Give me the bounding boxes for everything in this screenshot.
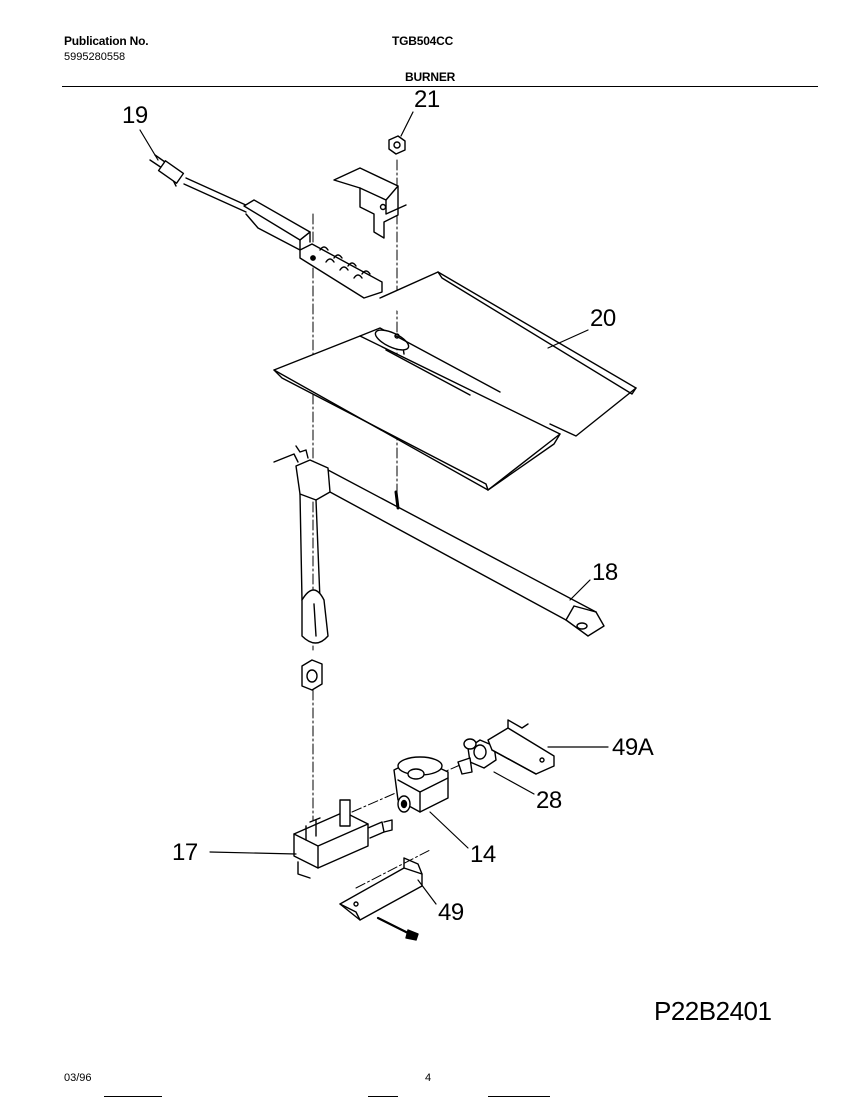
part-49-bracket-screw	[339, 857, 423, 941]
header-rule	[62, 86, 818, 87]
callout-21: 21	[414, 86, 440, 113]
model-number: TGB504CC	[392, 34, 454, 48]
publication-label: Publication No.	[64, 34, 149, 48]
part-21-nut	[388, 135, 406, 155]
callout-49a: 49A	[612, 734, 654, 761]
section-title: BURNER	[405, 70, 456, 84]
part-20-baffle	[273, 271, 637, 491]
callout-20: 20	[590, 305, 616, 332]
callout-19: 19	[122, 102, 148, 129]
part-28-fitting	[457, 738, 497, 775]
part-18-burner-tube	[273, 445, 605, 644]
footer-line-mid	[368, 1096, 398, 1097]
part-19-igniter	[149, 154, 383, 299]
burner-bracket	[333, 167, 407, 239]
callout-49: 49	[438, 899, 464, 926]
part-49a-bracket	[487, 719, 555, 775]
footer-line-right	[488, 1096, 550, 1097]
leader-lines	[139, 111, 609, 905]
orifice-hood	[301, 659, 323, 691]
callout-17: 17	[172, 839, 198, 866]
callout-14: 14	[470, 841, 496, 868]
diagram-code: P22B2401	[654, 996, 772, 1026]
callout-28: 28	[536, 787, 562, 814]
callout-18: 18	[592, 559, 618, 586]
publication-number: 5995280558	[64, 51, 126, 63]
footer-date: 03/96	[64, 1072, 92, 1084]
part-17-valve	[293, 799, 393, 879]
footer-line-left	[104, 1096, 162, 1097]
footer-page: 4	[425, 1072, 432, 1084]
part-14-regulator	[393, 756, 449, 813]
